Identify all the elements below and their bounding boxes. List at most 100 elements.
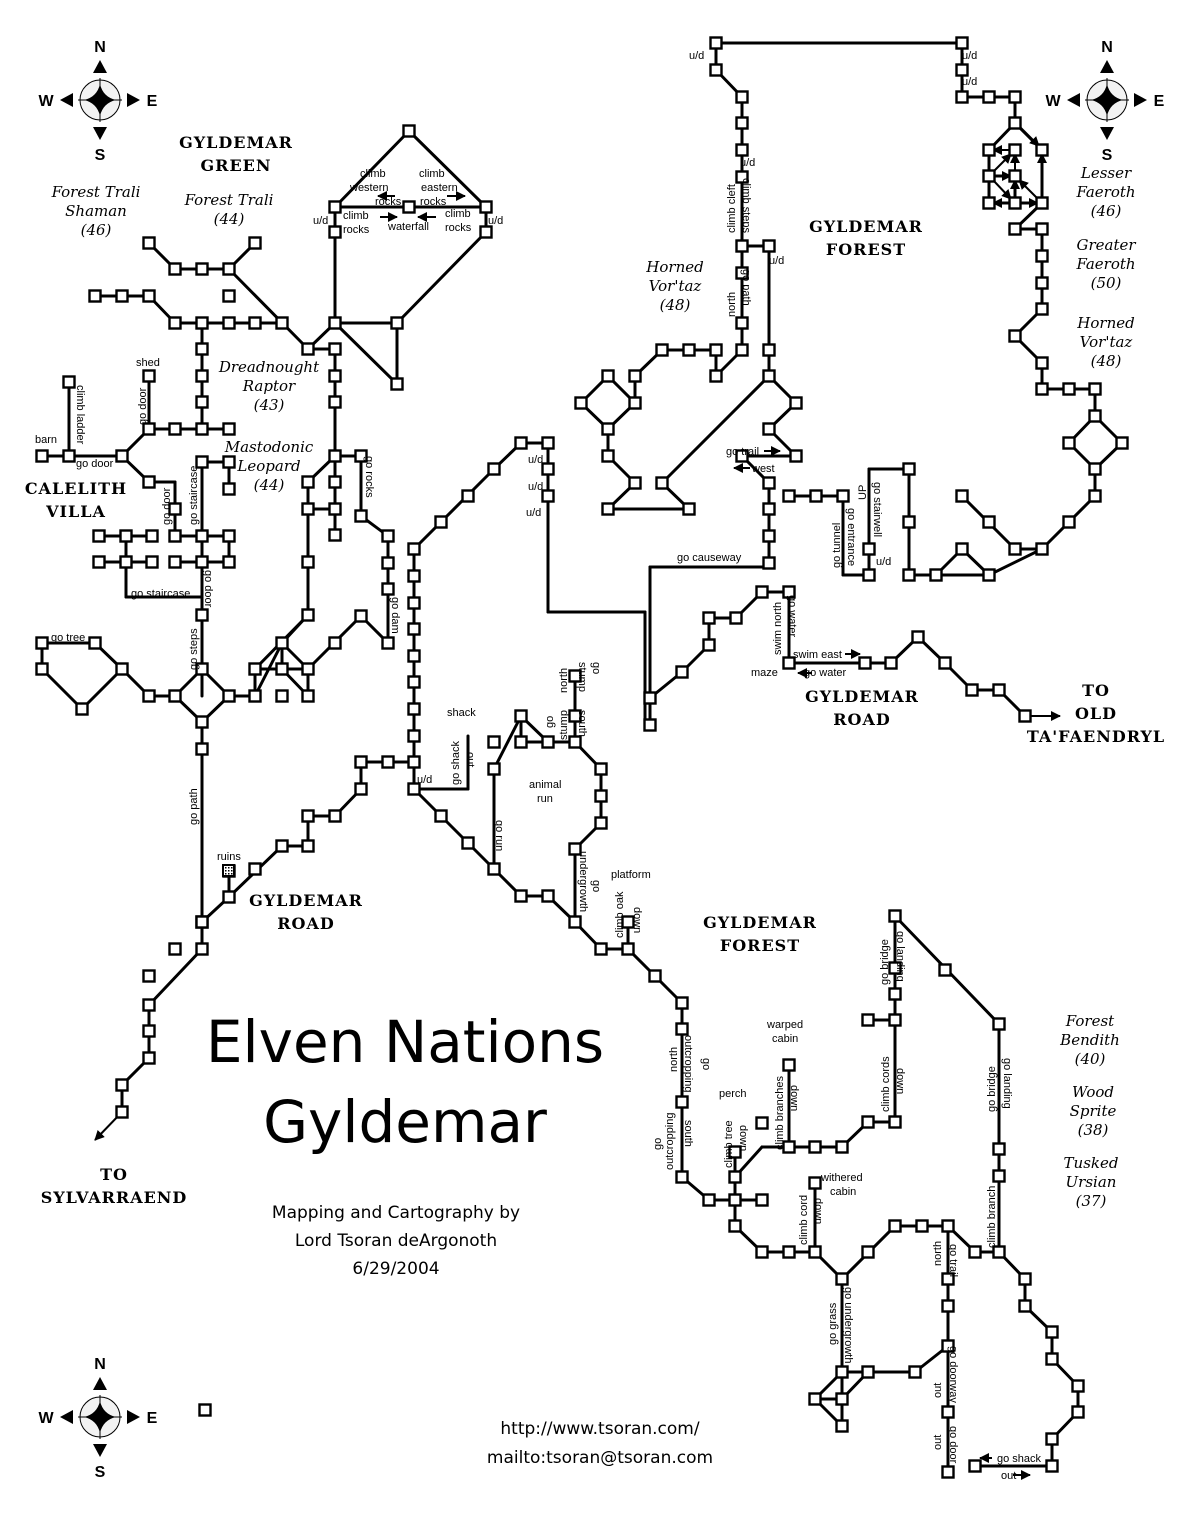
room-node[interactable]: [461, 836, 475, 850]
room-node[interactable]: [675, 665, 689, 679]
room-node[interactable]: [1088, 462, 1102, 476]
room-node[interactable]: [195, 608, 209, 622]
room-node[interactable]: [92, 555, 106, 569]
room-node[interactable]: [381, 556, 395, 570]
room-node[interactable]: [735, 316, 749, 330]
room-node[interactable]: [655, 343, 669, 357]
room-node[interactable]: [601, 449, 615, 463]
room-node[interactable]: [782, 489, 796, 503]
room-node[interactable]: [248, 316, 262, 330]
room-node[interactable]: [735, 170, 749, 184]
room-node[interactable]: [968, 1245, 982, 1259]
room-node[interactable]: [390, 316, 404, 330]
room-node[interactable]: [884, 656, 898, 670]
room-node[interactable]: [168, 262, 182, 276]
room-node[interactable]: [601, 422, 615, 436]
room-node[interactable]: [514, 436, 528, 450]
room-node[interactable]: [328, 225, 342, 239]
room-node[interactable]: [762, 239, 776, 253]
room-node[interactable]: [941, 1339, 955, 1353]
room-node[interactable]: [1071, 1379, 1085, 1393]
room-node[interactable]: [938, 963, 952, 977]
room-node[interactable]: [142, 369, 156, 383]
room-node[interactable]: [1062, 382, 1076, 396]
room-node[interactable]: [328, 475, 342, 489]
room-node[interactable]: [621, 942, 635, 956]
room-node[interactable]: [755, 1245, 769, 1259]
room-node[interactable]: [628, 476, 642, 490]
room-node[interactable]: [762, 556, 776, 570]
room-node[interactable]: [702, 638, 716, 652]
room-node[interactable]: [982, 90, 996, 104]
room-node[interactable]: [541, 462, 555, 476]
room-node[interactable]: [655, 476, 669, 490]
room-node[interactable]: [381, 636, 395, 650]
room-node[interactable]: [955, 36, 969, 50]
room-node[interactable]: [601, 502, 615, 516]
room-node[interactable]: [248, 236, 262, 250]
room-node[interactable]: [328, 369, 342, 383]
room-node[interactable]: [574, 396, 588, 410]
room-node[interactable]: [675, 1022, 689, 1036]
room-node[interactable]: [809, 489, 823, 503]
room-node[interactable]: [328, 502, 342, 516]
room-node[interactable]: [301, 689, 315, 703]
room-node[interactable]: [941, 1219, 955, 1233]
room-node[interactable]: [643, 718, 657, 732]
room-node[interactable]: [195, 555, 209, 569]
room-node[interactable]: [835, 1392, 849, 1406]
room-node[interactable]: [434, 515, 448, 529]
room-node[interactable]: [911, 630, 925, 644]
room-node[interactable]: [142, 998, 156, 1012]
room-node[interactable]: [955, 63, 969, 77]
room-node[interactable]: [142, 1051, 156, 1065]
room-node[interactable]: [594, 942, 608, 956]
room-node[interactable]: [955, 542, 969, 556]
room-node[interactable]: [861, 1245, 875, 1259]
room-node[interactable]: [648, 969, 662, 983]
room-node[interactable]: [354, 782, 368, 796]
room-node[interactable]: [35, 636, 49, 650]
room-node[interactable]: [965, 683, 979, 697]
room-node[interactable]: [675, 996, 689, 1010]
room-node[interactable]: [762, 369, 776, 383]
room-node[interactable]: [402, 200, 416, 214]
room-node[interactable]: [328, 200, 342, 214]
room-node[interactable]: [222, 555, 236, 569]
email-link[interactable]: mailto:tsoran@tsoran.com: [487, 1448, 713, 1468]
room-node[interactable]: [145, 555, 159, 569]
room-node[interactable]: [407, 729, 421, 743]
room-node[interactable]: [115, 449, 129, 463]
room-node[interactable]: [222, 455, 236, 469]
room-node[interactable]: [728, 1193, 742, 1207]
room-node[interactable]: [601, 369, 615, 383]
room-node[interactable]: [168, 502, 182, 516]
room-node[interactable]: [195, 316, 209, 330]
room-node[interactable]: [222, 529, 236, 543]
room-node[interactable]: [142, 422, 156, 436]
room-node[interactable]: [1035, 302, 1049, 316]
room-node[interactable]: [222, 689, 236, 703]
room-node[interactable]: [461, 489, 475, 503]
room-node[interactable]: [514, 889, 528, 903]
room-node[interactable]: [407, 675, 421, 689]
room-node[interactable]: [195, 942, 209, 956]
room-node[interactable]: [168, 316, 182, 330]
room-node[interactable]: [354, 449, 368, 463]
room-node[interactable]: [955, 90, 969, 104]
room-node[interactable]: [1045, 1352, 1059, 1366]
room-node[interactable]: [1062, 515, 1076, 529]
room-node[interactable]: [735, 116, 749, 130]
room-node[interactable]: [354, 509, 368, 523]
room-node[interactable]: [941, 1272, 955, 1286]
room-node[interactable]: [808, 1392, 822, 1406]
room-node[interactable]: [195, 369, 209, 383]
room-node[interactable]: [381, 755, 395, 769]
room-node[interactable]: [762, 476, 776, 490]
room-node[interactable]: [982, 143, 996, 157]
room-node[interactable]: [301, 839, 315, 853]
room-node[interactable]: [1018, 709, 1032, 723]
room-node[interactable]: [1018, 1272, 1032, 1286]
room-node[interactable]: [782, 1245, 796, 1259]
room-node[interactable]: [62, 449, 76, 463]
